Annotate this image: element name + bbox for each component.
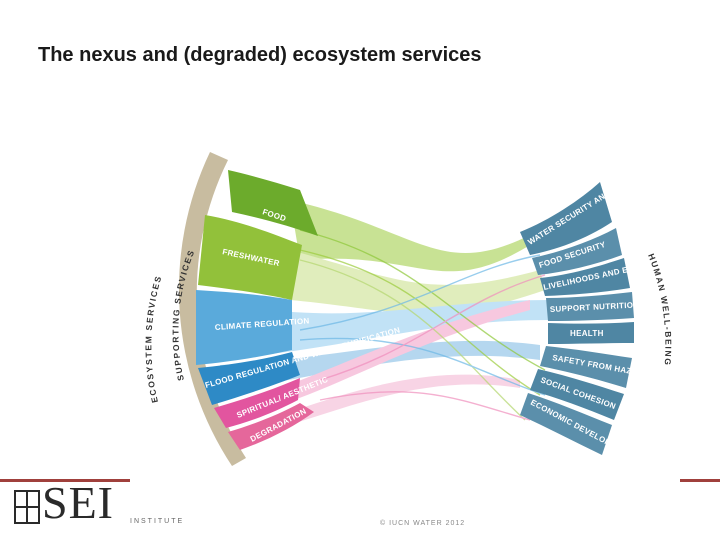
outer-arc — [178, 152, 246, 466]
ribbon-degradation — [250, 374, 520, 435]
segment-health — [548, 322, 634, 344]
segment-safety — [540, 346, 632, 388]
segment-water-security — [520, 182, 612, 255]
segment-social-cohesion — [530, 369, 624, 420]
ribbon-spiritual — [240, 300, 530, 415]
segment-freshwater — [198, 215, 302, 300]
segment-economic — [520, 393, 612, 455]
label-health: HEALTH — [570, 329, 604, 338]
segment-flood — [198, 352, 300, 405]
ribbon-freshwater — [290, 250, 545, 314]
right-segments — [520, 182, 634, 455]
segment-food — [228, 170, 318, 236]
footer-rule-right — [680, 479, 720, 482]
outer-arc-label: ECOSYSTEM SERVICES — [143, 274, 162, 404]
segment-livelihoods — [540, 258, 630, 296]
flow-ribbons — [210, 200, 550, 435]
sei-logo-mark — [14, 490, 40, 524]
segment-food-security — [532, 228, 622, 275]
svg-text:ECOSYSTEM SERVICES: ECOSYSTEM SERVICES — [143, 274, 163, 404]
segment-support-nutritious — [546, 292, 634, 321]
ribbon-food — [290, 200, 530, 272]
sei-logo-sub: INSTITUTE — [130, 518, 185, 525]
page-title: The nexus and (degraded) ecosystem servi… — [38, 44, 482, 66]
segment-spiritual — [214, 378, 300, 428]
image-credit: © IUCN WATER 2012 — [380, 520, 466, 527]
segment-climate — [196, 290, 292, 365]
ribbon-climate — [210, 300, 550, 360]
left-segments — [196, 170, 318, 450]
segment-degradation — [228, 403, 314, 450]
flow-lines — [299, 229, 546, 421]
sei-logo-text: SEI — [42, 477, 114, 528]
footer-rule-left — [0, 479, 130, 482]
